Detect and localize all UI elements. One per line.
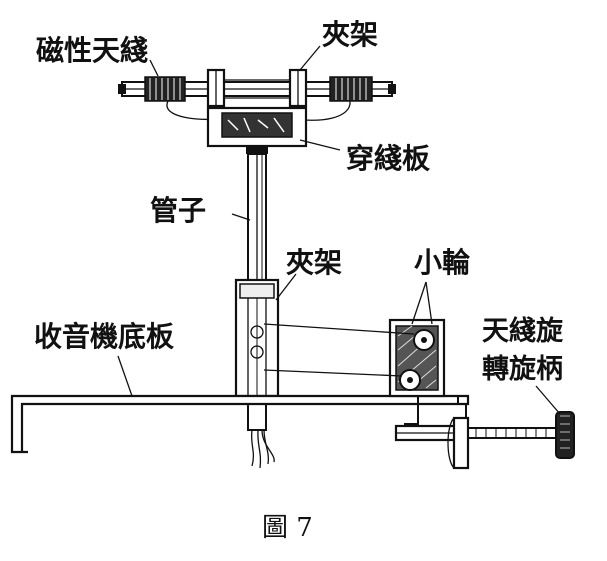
rotation-knob xyxy=(555,411,575,459)
label-middle-clamp: 夾架 xyxy=(286,246,342,279)
figure-caption: 圖 7 xyxy=(262,513,313,543)
label-knob-line2: 轉旋柄 xyxy=(482,354,563,385)
knob-assembly xyxy=(394,396,575,470)
leader-lines xyxy=(117,45,561,415)
magnetic-antenna-rod xyxy=(118,76,396,102)
tube xyxy=(247,153,267,281)
label-top-clamp: 夾架 xyxy=(322,18,378,51)
pulley-box xyxy=(388,318,446,398)
tube-lower-wires xyxy=(247,403,275,469)
label-small-wheel: 小輪 xyxy=(414,246,471,279)
threading-board xyxy=(206,106,308,154)
label-magnetic-antenna: 磁性天綫 xyxy=(36,34,148,67)
label-threading-board: 穿綫板 xyxy=(346,142,430,175)
label-chassis: 收音機底板 xyxy=(34,320,174,353)
middle-clamp xyxy=(234,278,280,398)
chassis-plate xyxy=(10,394,470,454)
label-tube: 管子 xyxy=(150,194,206,227)
label-knob-line1: 天綫旋 xyxy=(482,315,563,347)
top-clamp xyxy=(206,68,308,108)
